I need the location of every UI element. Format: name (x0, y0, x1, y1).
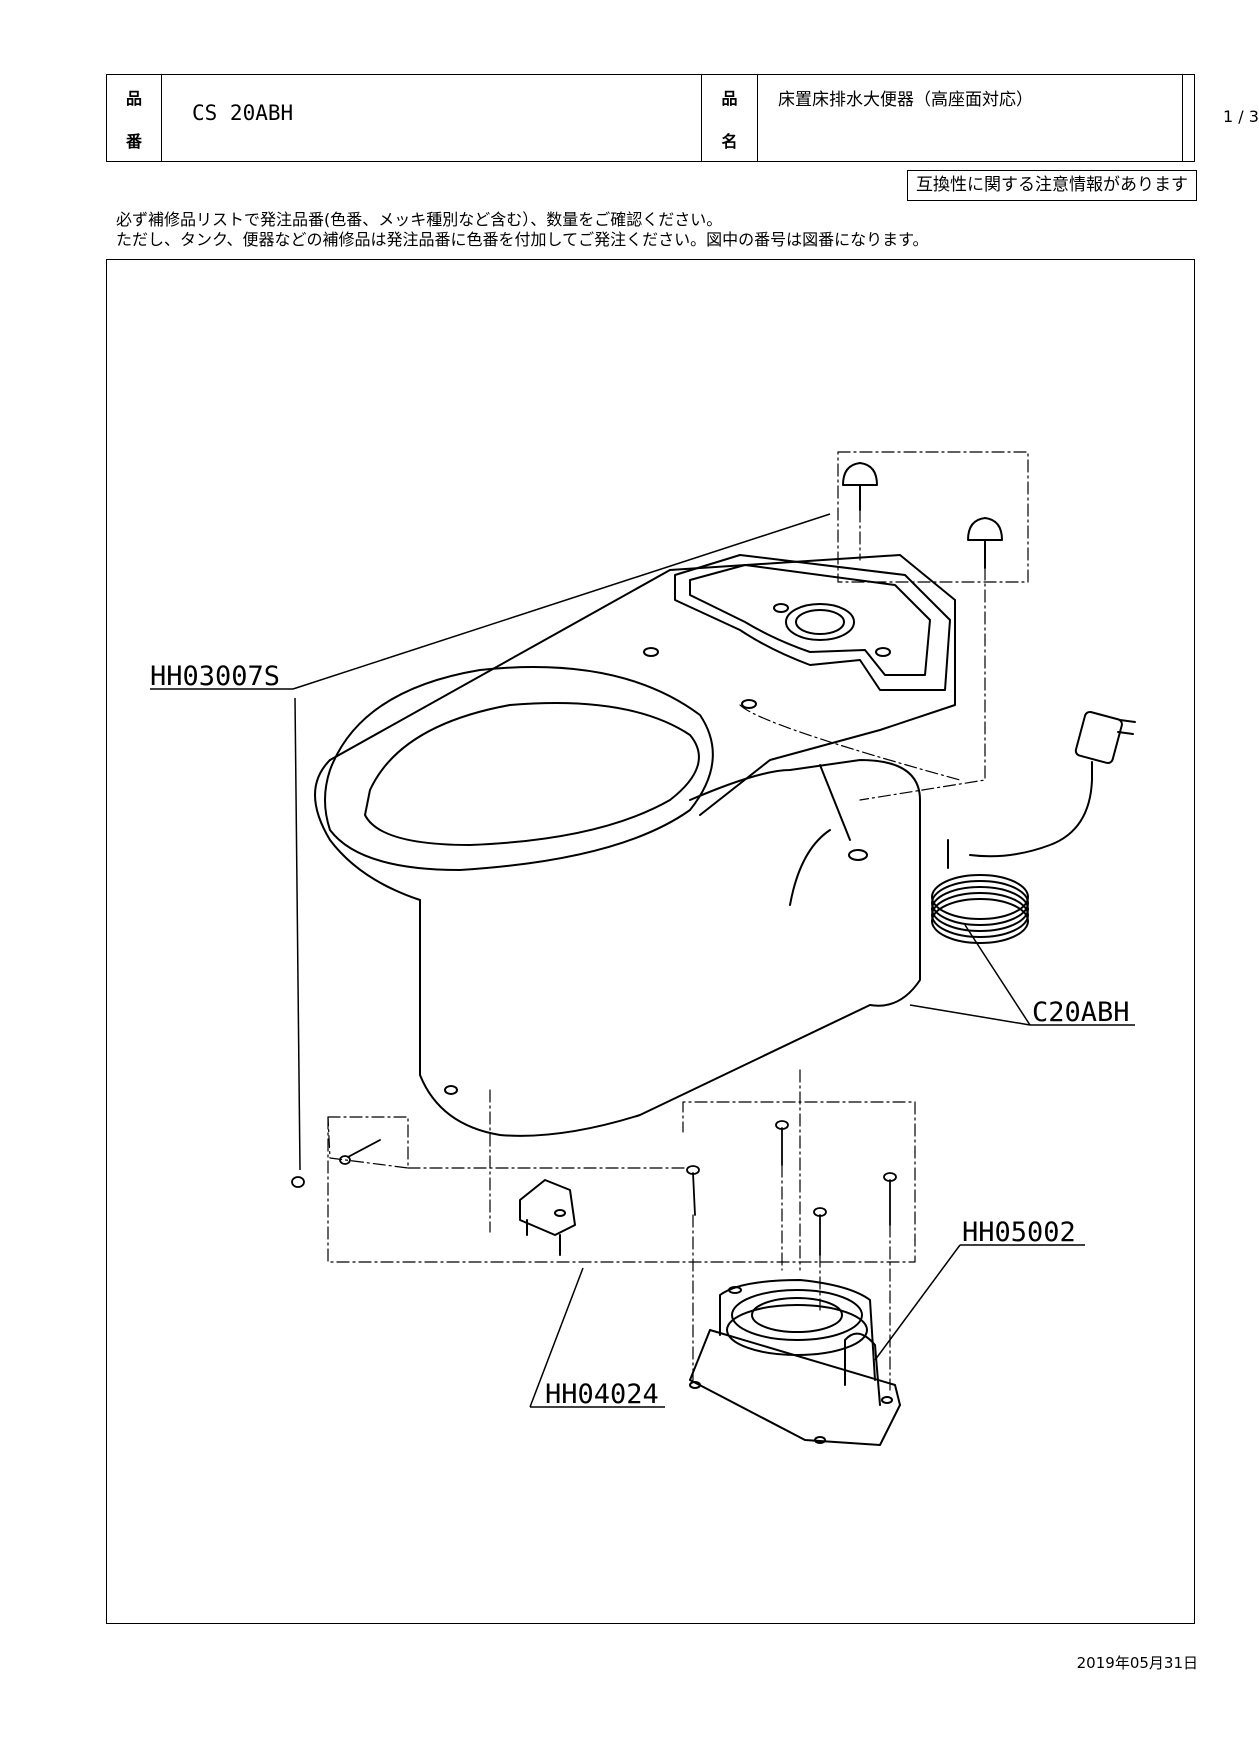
leaders (150, 513, 1135, 1408)
compatibility-notice[interactable]: 互換性に関する注意情報があります (907, 170, 1197, 201)
guide-lines (327, 451, 1029, 1391)
bolt-cap-right (967, 517, 1003, 569)
mounting-bracket (519, 1179, 576, 1256)
part-name-label: 品名 (702, 75, 758, 161)
page-cell: 1 / 3 (1183, 75, 1259, 161)
callout-hh04024: HH04024 (545, 1379, 659, 1410)
part-name-cell: 床置床排水大便器（高座面対応） (758, 75, 1183, 161)
callout-hh05002: HH05002 (962, 1217, 1076, 1248)
instruction-line-2: ただし、タンク、便器などの補修品は発注品番に色番を付加してご発注ください。図中の… (116, 230, 929, 249)
callout-hh03007s: HH03007S (150, 661, 280, 692)
bolt-cap-left (842, 462, 878, 511)
drawing-frame (106, 259, 1195, 1624)
callout-c20abh: C20ABH (1032, 997, 1130, 1028)
callout-labels: HH03007S C20ABH HH05002 HH04024 (150, 661, 1130, 1410)
part-no: CS 20ABH (192, 101, 294, 125)
instruction-line-1: 必ず補修品リストで発注品番(色番、メッキ種別など含む）、数量をご確認ください。 (116, 210, 723, 229)
toilet-bowl (314, 554, 956, 1137)
power-cord (931, 710, 1136, 944)
issue-date: 2019年05月31日 (1076, 1654, 1198, 1672)
screws (291, 1120, 897, 1256)
part-name: 床置床排水大便器（高座面対応） (778, 90, 1033, 110)
header-table: 品番 CS 20ABH 品名 床置床排水大便器（高座面対応） 1 / 3 (106, 74, 1259, 162)
page-number: 1 / 3 (1223, 107, 1259, 126)
part-no-cell: CS 20ABH (162, 75, 702, 161)
floor-flange (689, 1279, 901, 1446)
part-no-label: 品番 (107, 75, 162, 161)
